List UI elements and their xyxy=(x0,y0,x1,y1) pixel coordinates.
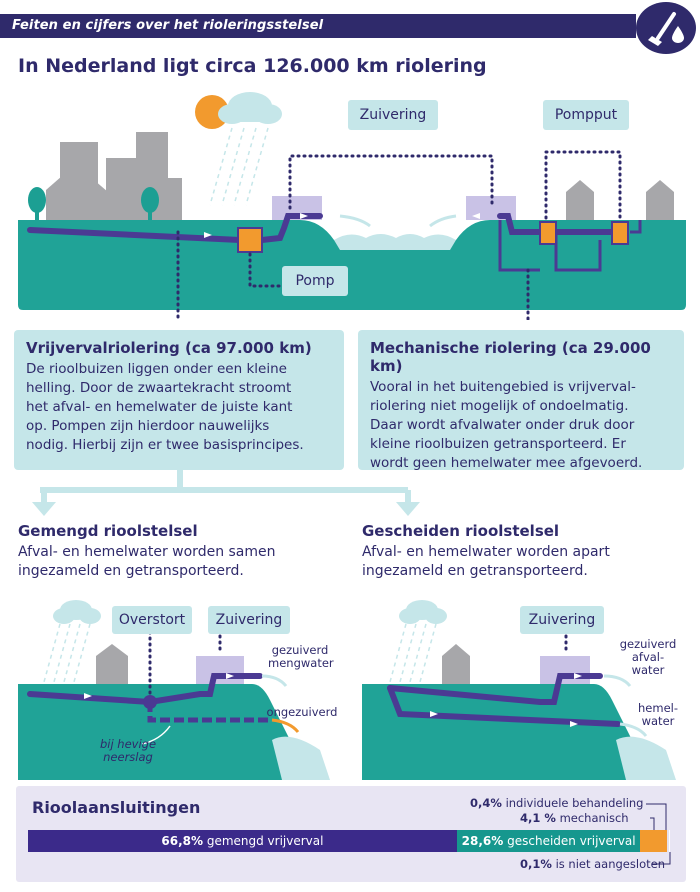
label-zuivering: Zuivering xyxy=(348,100,438,130)
arrow-down-icon xyxy=(32,502,56,516)
page-title: In Nederland ligt circa 126.000 km riole… xyxy=(18,55,487,77)
rain-icon xyxy=(209,127,269,206)
header-bar xyxy=(0,14,636,38)
vrijverval-box: Vrijvervalriolering (ca 97.000 km) De ri… xyxy=(14,330,344,470)
gemengd-diagram xyxy=(18,600,330,780)
label-gezuiverd-afvalwater: gezuiverd afval- water xyxy=(619,637,677,677)
label-zuivering-gescheiden: Zuivering xyxy=(520,606,604,634)
pompput-icon xyxy=(539,221,557,245)
bar-segment-label-1: gescheiden vrijverval xyxy=(503,834,636,848)
rain-icon-gescheiden xyxy=(389,623,437,683)
header-title: Feiten en cijfers over het rioleringsste… xyxy=(12,18,324,33)
top-network-diagram xyxy=(18,92,686,320)
gescheiden-body: Afval- en hemelwater worden apart ingeza… xyxy=(362,544,610,579)
house-icon xyxy=(96,644,128,684)
label-hemelwater: hemel- water xyxy=(638,701,678,728)
legend-individuele: 0,4% individuele behandeling xyxy=(470,796,644,810)
legend-mechanisch: 4,1 % mechanisch xyxy=(520,811,629,825)
rain-icon-gemengd xyxy=(43,623,91,683)
legend-leader-lines xyxy=(646,803,671,865)
branch-arrows xyxy=(32,470,420,516)
bar-segment-pct-0: 66,8% xyxy=(161,834,204,848)
bar-segment-2 xyxy=(640,830,667,852)
pump-icon xyxy=(237,227,263,253)
bar-segment-0: 66,8% gemengd vrijverval xyxy=(28,830,457,852)
bar-segment-4 xyxy=(669,830,670,852)
mechanisch-body: Vooral in het buitengebied is vrijverval… xyxy=(370,379,643,471)
label-gezuiverd-mengwater: gezuiverd mengwater xyxy=(268,643,334,670)
gemengd-title: Gemengd rioolstelsel xyxy=(18,522,198,540)
gescheiden-diagram xyxy=(362,600,676,780)
label-zuivering-gemengd: Zuivering xyxy=(208,606,290,634)
vrijverval-title: Vrijvervalriolering (ca 97.000 km) xyxy=(26,339,312,357)
bar-segment-3 xyxy=(666,830,670,852)
house-icon-gescheiden xyxy=(442,644,470,684)
bar-segment-1: 28,6% gescheiden vrijverval xyxy=(456,830,641,852)
bar-segment-pct-1: 28,6% xyxy=(461,834,504,848)
tree-icon xyxy=(28,187,159,222)
pompput-icon-2 xyxy=(611,221,629,245)
bar-segment-label-0: gemengd vrijverval xyxy=(203,834,324,848)
cloud-icon-gemengd xyxy=(53,600,101,624)
village-houses xyxy=(566,180,674,220)
city-buildings xyxy=(46,132,182,222)
label-overstort: Overstort xyxy=(112,606,192,634)
mechanisch-title: Mechanische riolering (ca 29.000 km) xyxy=(370,339,651,375)
cloud-icon xyxy=(218,92,282,124)
gemengd-body: Afval- en hemelwater worden samen ingeza… xyxy=(18,544,276,579)
label-pomp: Pomp xyxy=(282,266,348,296)
overstort-node-icon xyxy=(143,695,157,709)
gescheiden-title: Gescheiden rioolstelsel xyxy=(362,522,560,540)
legend-niet-aangesloten: 0,1% is niet aangesloten xyxy=(520,857,665,871)
arrow-down-icon-2 xyxy=(396,502,420,516)
sun-icon xyxy=(195,95,229,129)
aansluitingen-title: Rioolaansluitingen xyxy=(32,798,201,817)
vrijverval-body: De rioolbuizen liggen onder een kleine h… xyxy=(26,361,304,453)
label-ongezuiverd: ongezuiverd xyxy=(266,705,338,719)
mechanisch-box: Mechanische riolering (ca 29.000 km) Voo… xyxy=(358,330,684,471)
label-bij-hevige-neerslag: bij hevige neerslag xyxy=(99,737,157,764)
brush-drop-icon xyxy=(636,2,696,54)
label-pompput: Pompput xyxy=(543,100,629,130)
cloud-icon-gescheiden xyxy=(399,600,447,624)
